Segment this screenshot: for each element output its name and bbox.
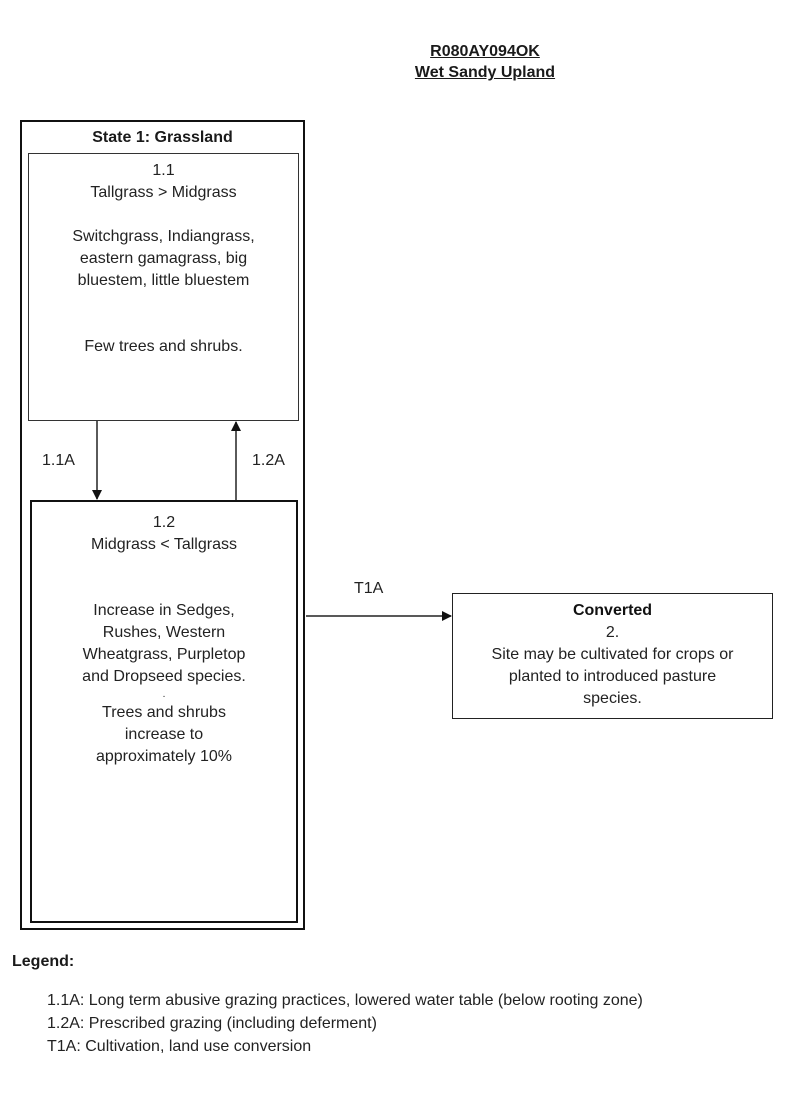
phase-1-2-note-line: Trees and shrubs <box>102 704 226 721</box>
legend-item: 1.1A: Long term abusive grazing practice… <box>47 992 643 1009</box>
phase-1-2-species-line: and Dropseed species. <box>82 668 246 685</box>
site-id-title: R080AY094OK <box>430 43 540 60</box>
phase-1-2-species-line: Rushes, Western <box>102 624 226 641</box>
phase-1-2-note-line: approximately 10% <box>95 748 233 765</box>
transition-label-T1A: T1A <box>354 580 384 597</box>
site-name-title: Wet Sandy Upland <box>414 64 556 81</box>
phase-1-2-dot: . <box>162 689 166 700</box>
state-1-box <box>20 120 305 930</box>
legend-item: 1.2A: Prescribed grazing (including defe… <box>47 1015 377 1032</box>
transition-label-1-2A: 1.2A <box>252 452 285 469</box>
state-2-converted-box: Converted 2. Site may be cultivated for … <box>452 593 773 719</box>
state-2-title: Converted <box>572 602 653 619</box>
phase-1-2-note-line: increase to <box>124 726 204 743</box>
phase-1-2-species-line: Wheatgrass, Purpletop <box>82 646 246 663</box>
legend-list: 1.1A: Long term abusive grazing practice… <box>47 989 643 1058</box>
phase-1-1-subtitle: Tallgrass > Midgrass <box>90 184 237 201</box>
phase-1-1-id: 1.1 <box>152 162 175 179</box>
phase-1-2-box: 1.2 Midgrass < Tallgrass Increase in Sed… <box>30 500 298 923</box>
phase-1-2-species-line: Increase in Sedges, <box>93 602 235 619</box>
state-2-id: 2. <box>605 624 620 641</box>
state-2-description-line: species. <box>583 690 642 707</box>
phase-1-2-id: 1.2 <box>152 514 176 531</box>
phase-1-1-box: 1.1 Tallgrass > Midgrass Switchgrass, In… <box>28 153 299 421</box>
state-2-description-line: planted to introduced pasture <box>508 668 717 685</box>
phase-1-1-note: Few trees and shrubs. <box>84 338 243 355</box>
phase-1-2-subtitle: Midgrass < Tallgrass <box>91 536 237 553</box>
transition-label-1-1A: 1.1A <box>42 452 75 469</box>
phase-1-1-species-line: bluestem, little bluestem <box>77 272 250 289</box>
phase-1-1-species-line: Switchgrass, Indiangrass, <box>72 228 255 245</box>
state-1-title: State 1: Grassland <box>92 129 233 146</box>
state-2-description-line: Site may be cultivated for crops or <box>491 646 734 663</box>
legend-item: T1A: Cultivation, land use conversion <box>47 1038 312 1055</box>
legend-heading: Legend: <box>12 953 75 970</box>
phase-1-1-species-line: eastern gamagrass, big <box>79 250 248 267</box>
